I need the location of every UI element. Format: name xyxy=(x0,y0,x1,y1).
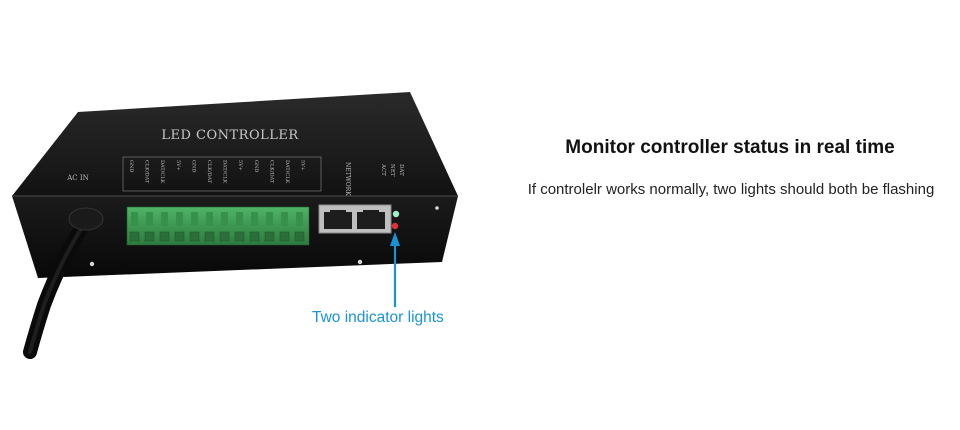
led-label: ACT xyxy=(380,163,386,176)
terminal-label: 5V+ xyxy=(300,160,306,171)
panel-title: LED CONTROLLER xyxy=(161,128,299,143)
indicator-led-red xyxy=(391,222,399,230)
power-cable xyxy=(23,207,104,359)
ac-in-label: AC IN xyxy=(66,174,89,182)
led-label: DAT xyxy=(398,164,404,176)
screw xyxy=(89,261,95,267)
network-ports xyxy=(318,204,392,234)
terminal-label: DAT/CLK xyxy=(284,160,290,184)
callout-arrow xyxy=(390,232,400,307)
screw xyxy=(357,259,363,265)
terminal-label: DAT/CLK xyxy=(222,160,228,184)
port-label: NETWORK xyxy=(344,162,351,196)
terminal-label: GND xyxy=(128,160,134,172)
screw xyxy=(435,206,439,210)
terminal-block xyxy=(126,206,310,246)
subline: If controlelr works normally, two lights… xyxy=(527,181,935,198)
terminal-label: CLK/DAT xyxy=(206,160,212,184)
terminal-labels: GND CLK/DAT DAT/CLK 5V+ GND CLK/DAT DAT/CLK 5V+… xyxy=(128,160,306,184)
terminal-label-box xyxy=(122,156,322,192)
terminal-label: GND xyxy=(190,160,196,172)
terminal-label: 5V+ xyxy=(175,160,181,171)
callout-label: Two indicator lights xyxy=(312,309,444,326)
indicator-led-green xyxy=(392,210,400,218)
headline: Monitor controller status in real time xyxy=(565,137,895,158)
terminal-label: CLK/DAT xyxy=(144,160,150,184)
device-top-surface xyxy=(12,92,458,196)
terminal-label: DAT/CLK xyxy=(159,160,165,184)
terminal-label: GND xyxy=(253,160,259,172)
terminal-label: CLK/DAT xyxy=(268,160,274,184)
led-label: NET xyxy=(389,164,395,177)
terminal-label: 5V+ xyxy=(237,160,243,171)
